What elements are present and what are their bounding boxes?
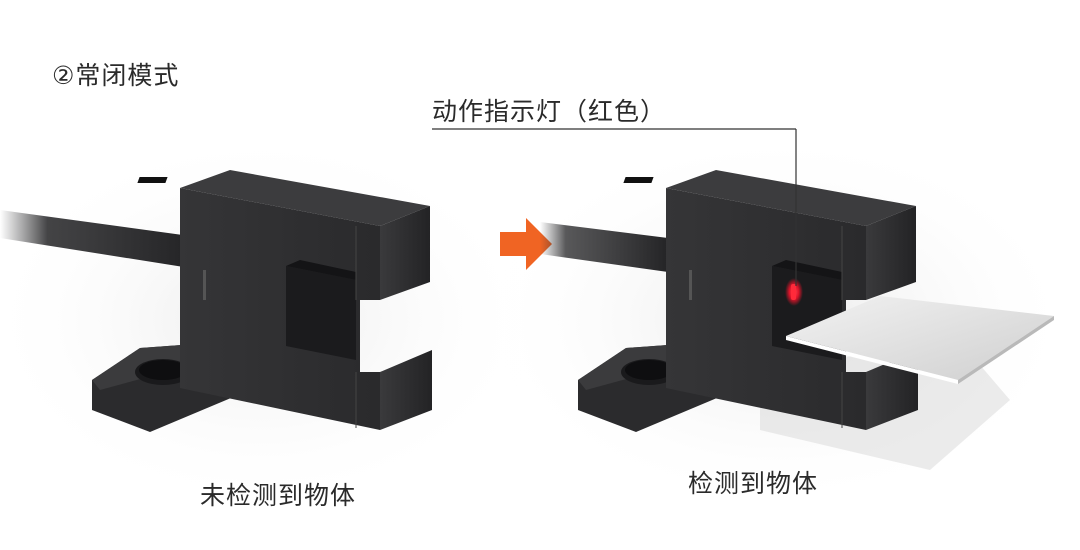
sensor-detected bbox=[540, 170, 1054, 470]
indicator-label: 动作指示灯（红色） bbox=[432, 97, 667, 126]
indicator-leader-line bbox=[432, 128, 797, 286]
right-arrow-icon bbox=[500, 218, 552, 270]
caption-undetected: 未检测到物体 bbox=[200, 481, 357, 510]
mode-title: ②常闭模式 bbox=[52, 61, 180, 90]
caption-detected: 检测到物体 bbox=[688, 469, 819, 498]
sensor-undetected bbox=[0, 170, 432, 432]
